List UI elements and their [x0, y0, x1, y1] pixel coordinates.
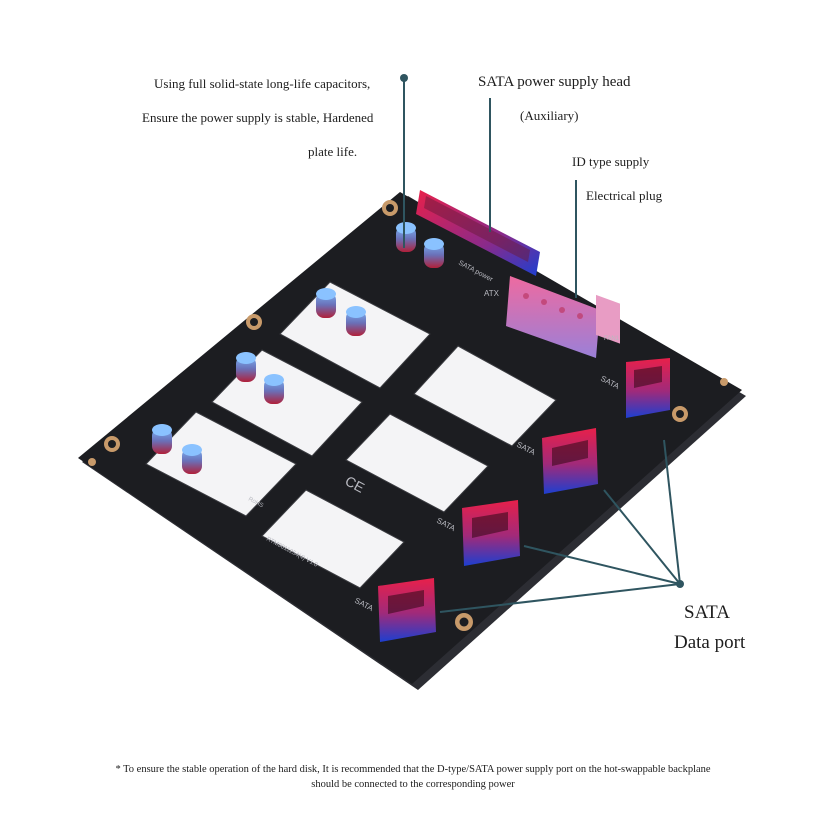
- footnote-line-2: should be connected to the corresponding…: [311, 779, 515, 790]
- silk-atx: ATX: [484, 289, 500, 298]
- leader-lines: [403, 78, 681, 613]
- molex-plug: [506, 276, 600, 358]
- capacitors: [152, 222, 444, 474]
- sata-data-callout-line-1: SATA: [684, 602, 730, 623]
- capacitors-callout-line-3: plate life.: [308, 144, 358, 159]
- sata-data-ports: [378, 358, 670, 642]
- footnote-line-1: * To ensure the stable operation of the …: [115, 764, 711, 775]
- capacitors-callout-line-1: Using full solid-state long-life capacit…: [154, 76, 371, 91]
- capacitors-callout-line-2: Ensure the power supply is stable, Harde…: [142, 110, 374, 125]
- sata-power-head-title: SATA power supply head: [478, 74, 631, 90]
- silk-fan: FAN1: [604, 336, 620, 342]
- sata-data-callout-line-2: Data port: [674, 632, 746, 653]
- footnote: * To ensure the stable operation of the …: [0, 762, 826, 792]
- sata-power-head-subtitle: (Auxiliary): [520, 108, 579, 123]
- mounting-holes: [88, 200, 728, 631]
- fan-header: [596, 294, 620, 344]
- leader-dot-capacitors: [400, 74, 408, 82]
- leader-dot-sata-data: [676, 580, 684, 588]
- id-plug-callout-line-1: ID type supply: [572, 154, 650, 169]
- id-plug-callout-line-2: Electrical plug: [586, 188, 663, 203]
